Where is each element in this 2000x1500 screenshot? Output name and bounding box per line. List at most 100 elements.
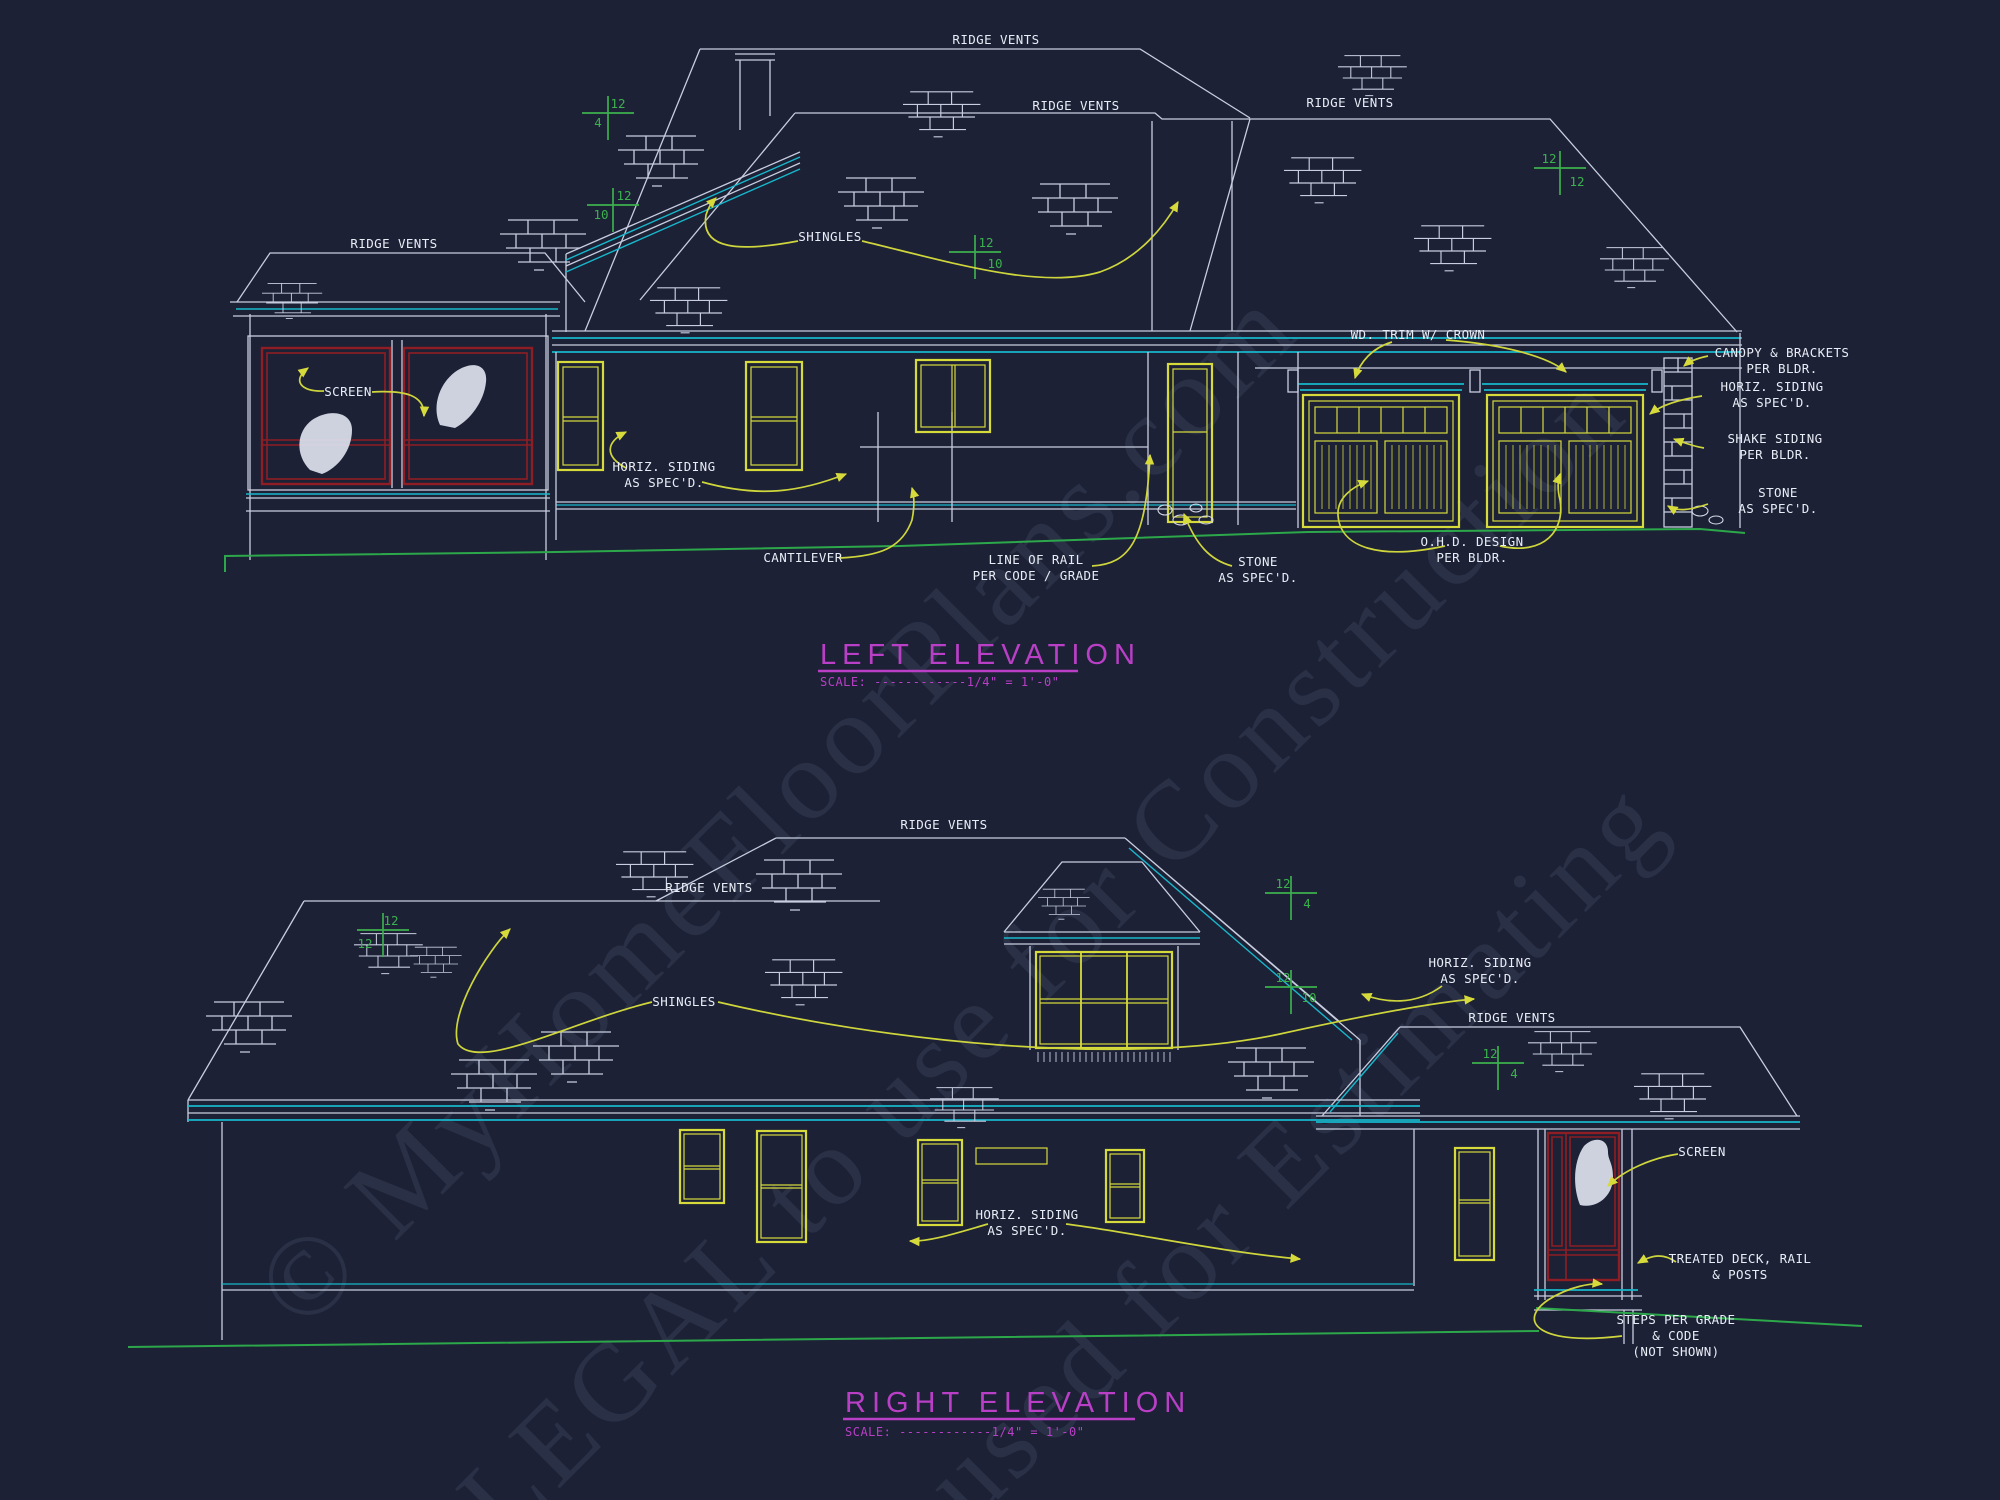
label-cantilever: CANTILEVER bbox=[763, 550, 842, 565]
label-ridge-vents: RIDGE VENTS bbox=[900, 817, 987, 832]
label-screen: SCREEN bbox=[1678, 1144, 1726, 1159]
svg-text:PER CODE / GRADE: PER CODE / GRADE bbox=[973, 568, 1100, 583]
left-windows bbox=[556, 358, 1214, 524]
screened-porch-right bbox=[1534, 1129, 1642, 1344]
pitch-marker: 124 bbox=[1472, 1046, 1524, 1090]
leader-steps bbox=[1533, 1278, 1623, 1340]
left-eave-trim bbox=[552, 330, 1742, 540]
leader-screen bbox=[1607, 1153, 1679, 1187]
right-title-block: RIGHT ELEVATION SCALE: ------------1/4" … bbox=[843, 1387, 1191, 1439]
garage-door bbox=[1301, 393, 1461, 529]
left-leader-lines bbox=[297, 197, 1709, 567]
svg-text:AS SPEC'D.: AS SPEC'D. bbox=[1218, 570, 1297, 585]
svg-text:PER BLDR.: PER BLDR. bbox=[1436, 550, 1507, 565]
svg-text:10: 10 bbox=[1301, 990, 1316, 1005]
leader-screen-left bbox=[297, 367, 325, 392]
leader-ohd-door2 bbox=[1499, 472, 1562, 549]
grade-line bbox=[127, 1307, 1863, 1348]
label-canopy: CANOPY & BRACKETS bbox=[1715, 345, 1850, 360]
right-labels: RIDGE VENTS RIDGE VENTS RIDGE VENTS SHIN… bbox=[652, 817, 1811, 1359]
leader-horiz-siding-up bbox=[609, 431, 628, 469]
label-horiz-siding-right: HORIZ. SIDING bbox=[1720, 379, 1823, 394]
label-ridge-vents: RIDGE VENTS bbox=[1032, 98, 1119, 113]
right-elevation-title: RIGHT ELEVATION bbox=[845, 1387, 1191, 1419]
right-elevation-scale: SCALE: ------------1/4" = 1'-0" bbox=[845, 1425, 1084, 1439]
entry-door bbox=[1166, 362, 1214, 524]
pitch-marker: 12 10 bbox=[1265, 970, 1317, 1014]
label-line-of-rail: LINE OF RAIL bbox=[988, 552, 1083, 567]
screen-mesh-blob bbox=[1575, 1139, 1613, 1206]
svg-text:12: 12 bbox=[978, 235, 993, 250]
label-shingles: SHINGLES bbox=[798, 229, 861, 244]
label-ridge-vents: RIDGE VENTS bbox=[1306, 95, 1393, 110]
window-double-hung bbox=[556, 360, 605, 472]
label-wd-trim: WD. TRIM W/ CROWN bbox=[1351, 327, 1486, 342]
left-elevation-title: LEFT ELEVATION bbox=[820, 639, 1141, 671]
screened-porch-left bbox=[246, 314, 550, 560]
svg-text:12: 12 bbox=[1275, 970, 1290, 985]
leader-cantilever bbox=[839, 486, 920, 559]
leader-wd-trim-right bbox=[1445, 339, 1567, 373]
window-double-hung bbox=[916, 1138, 964, 1227]
label-ohd: O.H.D. DESIGN bbox=[1420, 534, 1523, 549]
label-stone-bottom: STONE bbox=[1238, 554, 1278, 569]
stone-scribbles bbox=[1157, 503, 1724, 526]
left-labels: RIDGE VENTS RIDGE VENTS RIDGE VENTS RIDG… bbox=[324, 32, 1849, 585]
label-screen: SCREEN bbox=[324, 384, 372, 399]
leader-shingles-right bbox=[717, 995, 1476, 1051]
svg-text:12: 12 bbox=[610, 96, 625, 111]
svg-text:& CODE: & CODE bbox=[1652, 1328, 1700, 1343]
svg-text:12: 12 bbox=[1275, 876, 1290, 891]
garage-section bbox=[1157, 357, 1742, 529]
transom-vent bbox=[975, 1147, 1048, 1165]
leader-stone-r bbox=[1666, 503, 1709, 515]
leader-canopy bbox=[1683, 355, 1709, 367]
leader-horiz-siding-upper bbox=[1360, 985, 1443, 1002]
leader-horiz-siding-right bbox=[701, 473, 848, 493]
left-title-block: LEFT ELEVATION SCALE: ------------1/4" =… bbox=[818, 639, 1141, 689]
label-treated-deck: TREATED DECK, RAIL bbox=[1669, 1251, 1812, 1266]
leader-shingles-left bbox=[455, 928, 653, 1054]
label-ridge-vents: RIDGE VENTS bbox=[952, 32, 1039, 47]
grade-line bbox=[224, 527, 1746, 572]
label-ridge-vents: RIDGE VENTS bbox=[665, 880, 752, 895]
window-double-hung bbox=[678, 1128, 726, 1205]
leader-rail bbox=[1091, 453, 1155, 567]
svg-text:AS SPEC'D.: AS SPEC'D. bbox=[1738, 501, 1817, 516]
window-double-hung bbox=[1453, 1146, 1496, 1262]
svg-text:12: 12 bbox=[383, 913, 398, 928]
left-elevation-scale: SCALE: ------------1/4" = 1'-0" bbox=[820, 675, 1059, 689]
svg-text:12: 12 bbox=[1541, 151, 1556, 166]
label-shingles: SHINGLES bbox=[652, 994, 715, 1009]
window-double-hung bbox=[755, 1129, 808, 1244]
label-ridge-vents: RIDGE VENTS bbox=[350, 236, 437, 251]
svg-text:12: 12 bbox=[357, 936, 372, 951]
label-ridge-vents: RIDGE VENTS bbox=[1468, 1010, 1555, 1025]
svg-text:12: 12 bbox=[1482, 1046, 1497, 1061]
screen-mesh-blob bbox=[299, 413, 352, 474]
pitch-marker: 124 bbox=[582, 96, 634, 140]
svg-text:4: 4 bbox=[1303, 896, 1311, 911]
leader-shingles-left bbox=[704, 197, 799, 248]
garage-door bbox=[1485, 393, 1645, 529]
left-roof-lines bbox=[230, 48, 1738, 333]
right-leader-lines bbox=[455, 928, 1679, 1340]
pitch-marker: 12 4 bbox=[1265, 876, 1317, 920]
right-roof-lines bbox=[187, 837, 1798, 1117]
label-horiz-siding-upper: HORIZ. SIDING bbox=[1428, 955, 1531, 970]
label-horiz-siding: HORIZ. SIDING bbox=[612, 459, 715, 474]
leader-ohd-door1 bbox=[1337, 479, 1446, 553]
left-brick-patches bbox=[261, 55, 1670, 334]
leader-shake bbox=[1672, 437, 1705, 449]
svg-text:12: 12 bbox=[616, 188, 631, 203]
label-horiz-siding-center: HORIZ. SIDING bbox=[975, 1207, 1078, 1222]
